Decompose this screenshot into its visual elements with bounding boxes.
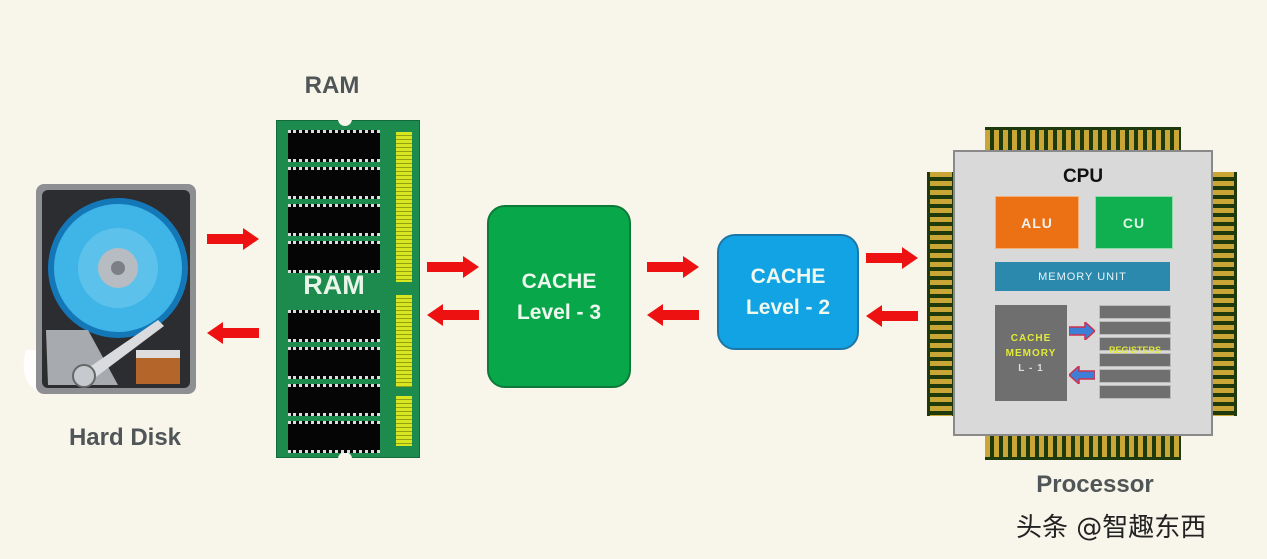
registers-label: REGISTERS (1099, 345, 1171, 355)
cache-level-2-node: CACHE Level - 2 (717, 234, 859, 350)
cache-l3-level: Level - 3 (517, 297, 601, 328)
watermark: 头条 @智趣东西 (1016, 507, 1206, 544)
processor-chip: CPU ALU CU MEMORY UNIT CACHE MEMORY L - … (953, 150, 1213, 436)
arrow-l2-to-cpu-icon (866, 247, 918, 269)
arrow-ram-to-l3-icon (427, 256, 479, 278)
cache-l1-line3: L - 1 (1018, 361, 1043, 376)
arrow-l1-to-registers-icon (1069, 322, 1095, 340)
alu-block: ALU (995, 196, 1079, 249)
hard-disk-icon (18, 180, 200, 405)
arrow-l2-to-l3-icon (647, 304, 699, 326)
cache-l1-line2: MEMORY (1006, 346, 1057, 361)
cache-l3-title: CACHE (522, 266, 597, 297)
arrow-ram-to-hdd-icon (207, 322, 259, 344)
processor-label: Processor (1020, 471, 1170, 499)
arrow-registers-to-l1-icon (1069, 366, 1095, 384)
arrow-cpu-to-l2-icon (866, 305, 918, 327)
cpu-pins-left (927, 172, 955, 416)
cu-block: CU (1095, 196, 1173, 249)
arrow-l3-to-ram-icon (427, 304, 479, 326)
cache-l1-line1: CACHE (1011, 331, 1052, 346)
registers-block: REGISTERS (1099, 305, 1171, 401)
memory-unit-block: MEMORY UNIT (995, 262, 1170, 291)
cpu-pins-right (1209, 172, 1237, 416)
cache-l1-block: CACHE MEMORY L - 1 (995, 305, 1067, 401)
arrow-l3-to-l2-icon (647, 256, 699, 278)
ram-label: RAM (262, 72, 402, 100)
hard-disk-label: Hard Disk (40, 424, 210, 452)
ram-module-icon: RAM (276, 120, 420, 458)
cpu-pins-bottom (985, 432, 1181, 460)
cache-l2-level: Level - 2 (746, 292, 830, 323)
arrow-hdd-to-ram-icon (207, 228, 259, 250)
cache-l2-title: CACHE (751, 261, 826, 292)
cpu-title: CPU (955, 166, 1211, 188)
ram-chip-label: RAM (286, 270, 382, 301)
cache-level-3-node: CACHE Level - 3 (487, 205, 631, 388)
